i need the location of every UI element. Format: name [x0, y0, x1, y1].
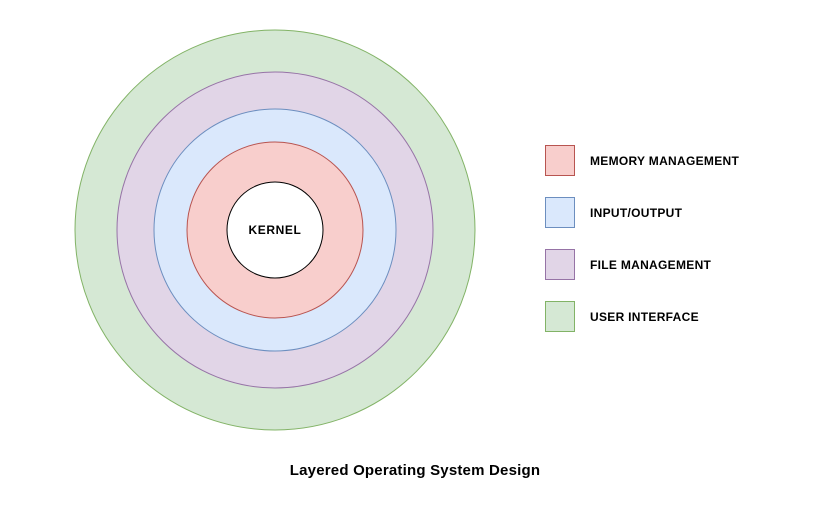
legend-swatch-memory-management: [545, 145, 575, 176]
legend-item-input-output: INPUT/OUTPUT: [545, 197, 739, 228]
legend-swatch-input-output: [545, 197, 575, 228]
legend: MEMORY MANAGEMENT INPUT/OUTPUT FILE MANA…: [545, 145, 739, 332]
legend-label-input-output: INPUT/OUTPUT: [590, 205, 683, 220]
kernel-label: KERNEL: [249, 223, 302, 237]
legend-label-user-interface: USER INTERFACE: [590, 309, 699, 324]
diagram-title: Layered Operating System Design: [289, 462, 541, 479]
legend-label-file-management: FILE MANAGEMENT: [590, 257, 712, 272]
legend-label-memory-management: MEMORY MANAGEMENT: [590, 153, 740, 168]
concentric-rings: KERNEL: [74, 29, 476, 431]
legend-item-user-interface: USER INTERFACE: [545, 301, 739, 332]
legend-item-file-management: FILE MANAGEMENT: [545, 249, 739, 280]
legend-swatch-user-interface: [545, 301, 575, 332]
legend-item-memory-management: MEMORY MANAGEMENT: [545, 145, 739, 176]
layer-circle-kernel: [226, 181, 324, 279]
legend-swatch-file-management: [545, 249, 575, 280]
